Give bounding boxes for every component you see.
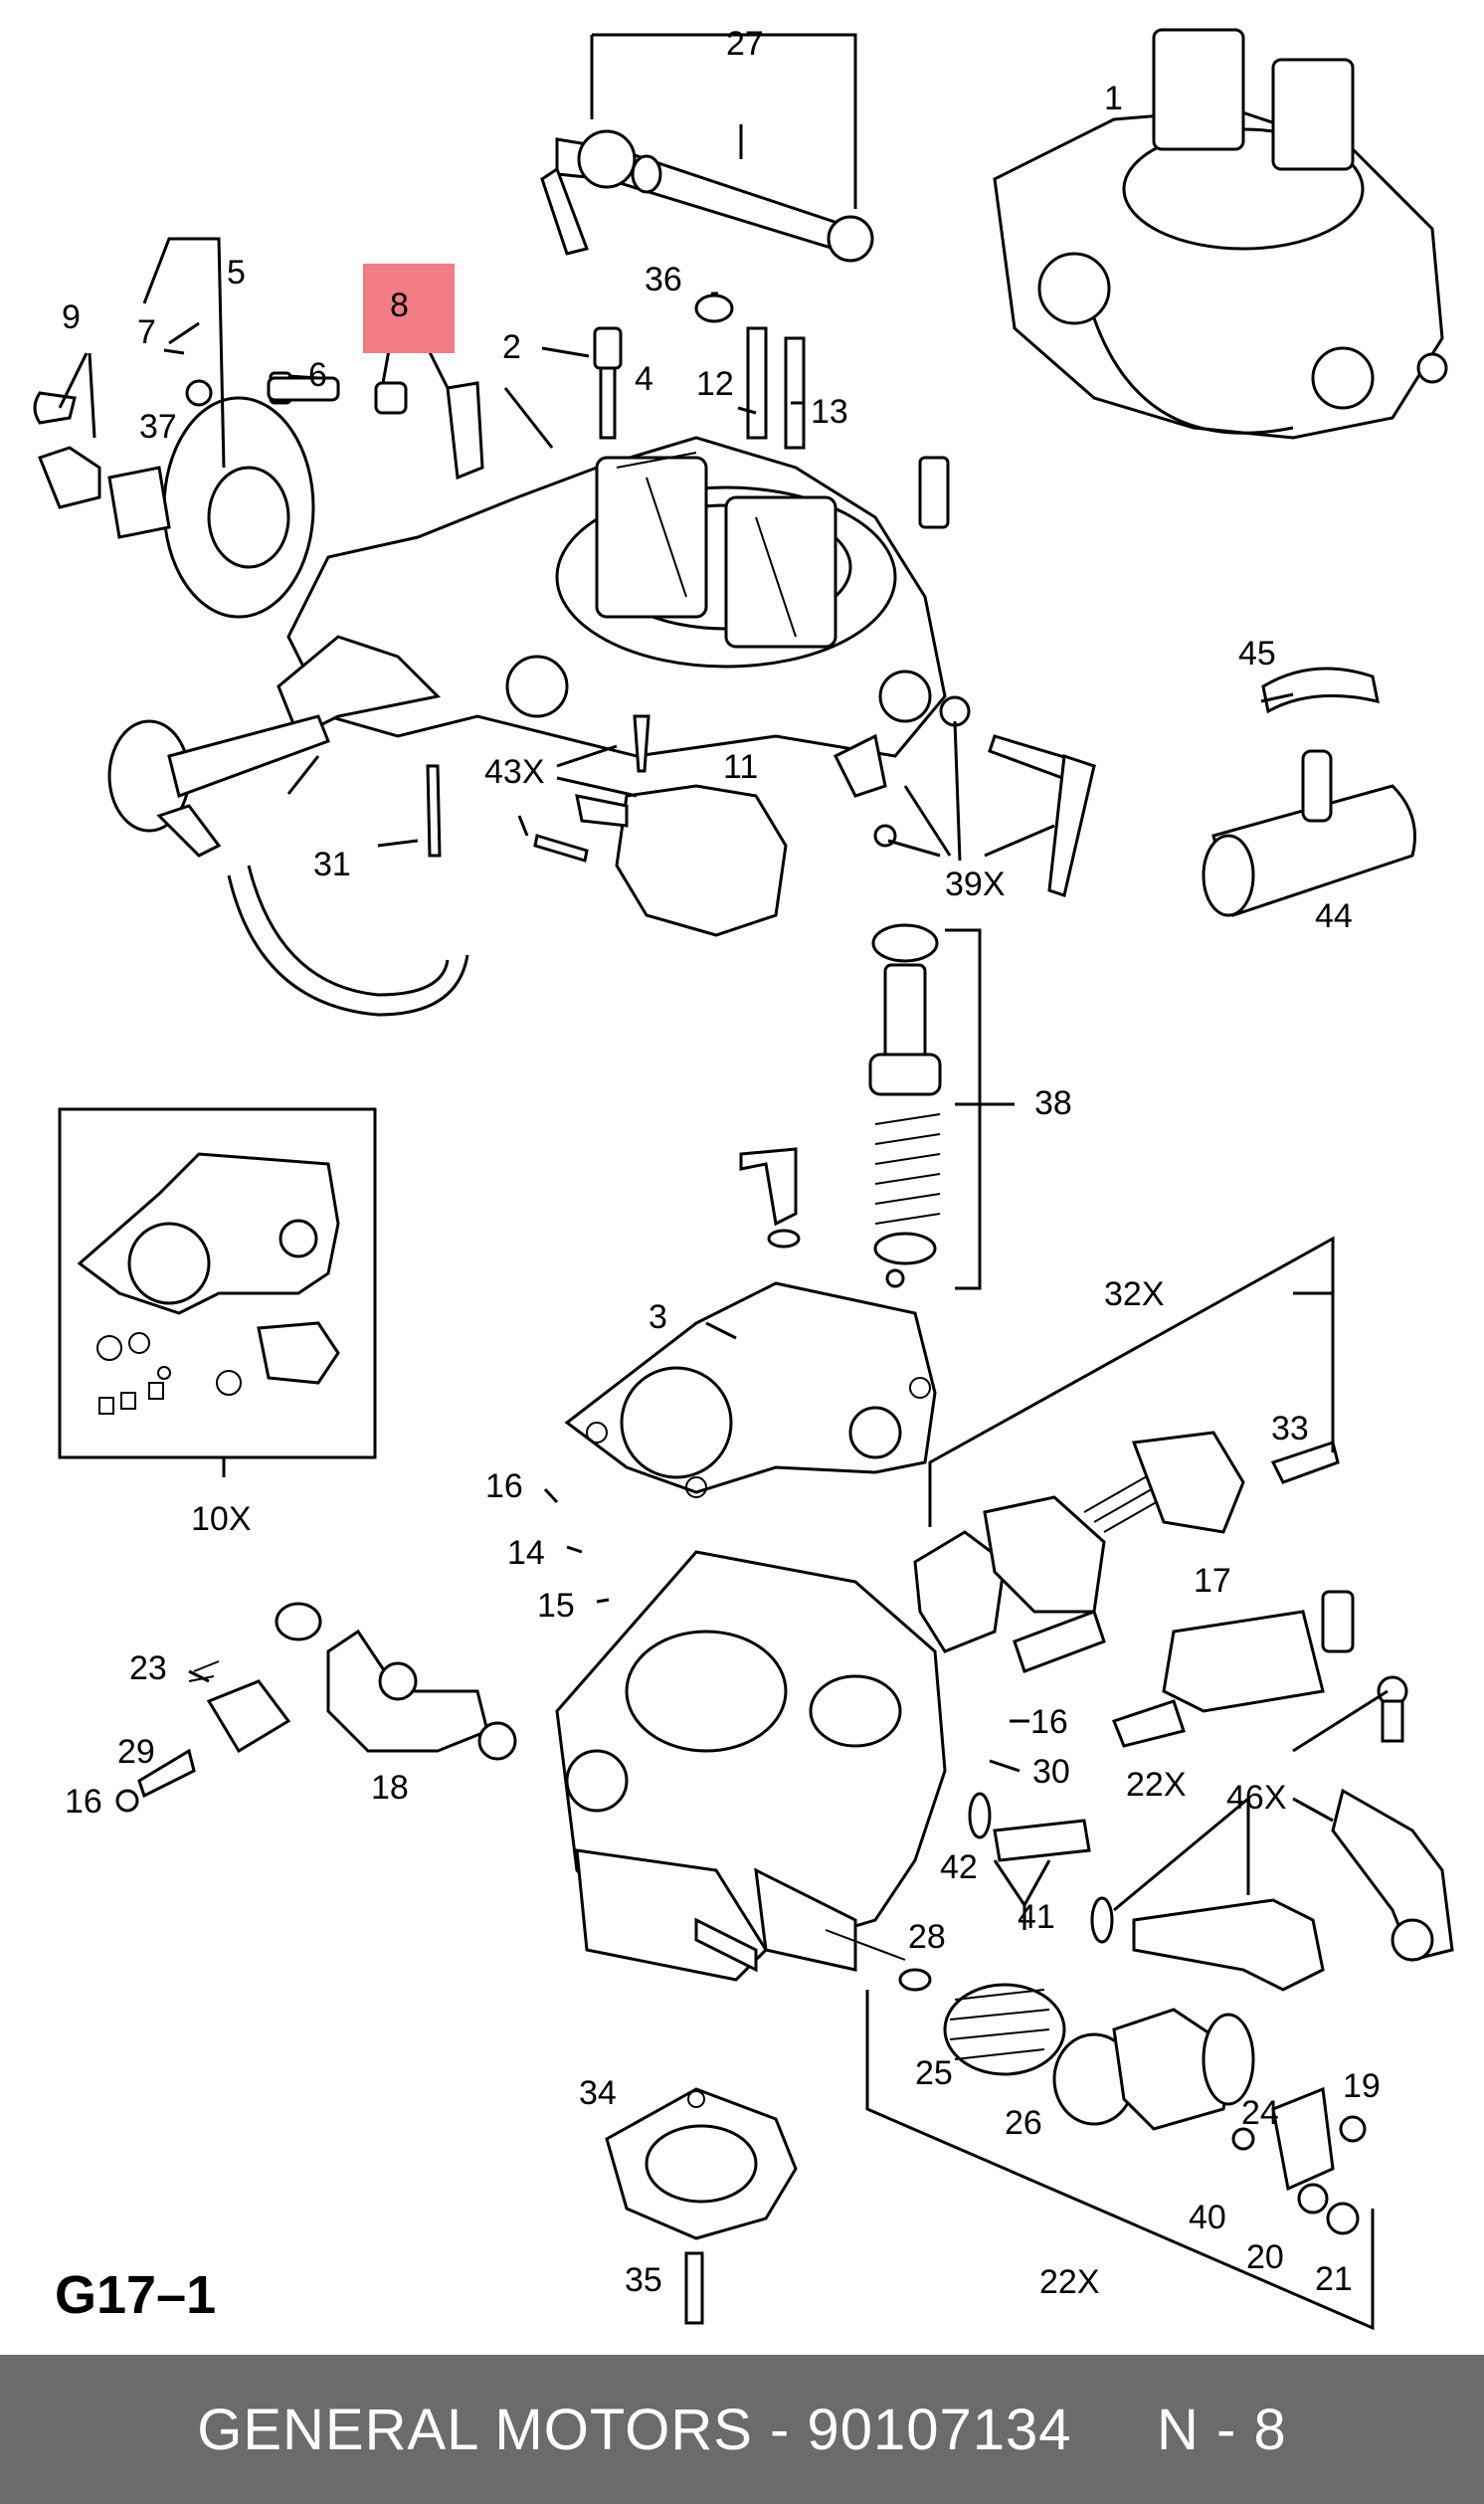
power-valve-assembly [913,1236,1355,1748]
callout-46x: 46X [1226,1779,1287,1817]
callout-43x: 43X [484,753,545,791]
callout-labels: 27 1 5 8 36 9 7 2 6 4 12 37 13 45 11 43X… [55,25,1381,2325]
callout-18: 18 [371,1769,409,1807]
callout-32x: 32X [1104,1275,1165,1313]
callout-4: 4 [635,360,653,398]
callout-26: 26 [1005,2104,1042,2142]
callout-40: 40 [1189,2199,1226,2236]
callout-9: 9 [62,298,81,336]
callout-37: 37 [139,408,177,446]
vacuum-unit-part [107,714,469,1017]
callout-5: 5 [227,254,246,291]
sheet-code: G17–1 [55,2265,216,2325]
callout-42: 42 [940,1848,978,1886]
left-lower-parts [115,1602,517,1813]
callout-6: 6 [308,356,327,394]
callout-27: 27 [726,25,764,63]
callout-11: 11 [723,748,758,786]
callout-8: 8 [390,287,409,324]
callout-25: 25 [915,2054,953,2092]
throttle-shaft-part [540,33,874,263]
footer-bar: GENERAL MOTORS - 90107134 N - 8 [0,2355,1484,2504]
callout-30: 30 [1032,1753,1070,1791]
choke-cover-part [33,391,315,619]
base-gasket-part [605,2087,798,2325]
highlight-box [363,264,455,353]
callout-41: 41 [1018,1898,1055,1936]
callout-44: 44 [1315,897,1353,935]
assembled-carburetor [993,28,1448,440]
exploded-parts-diagram: 27 1 5 8 36 9 7 2 6 4 12 37 13 45 11 43X… [33,25,1454,2331]
callout-10x: 10X [191,1500,252,1538]
callout-14: 14 [507,1534,545,1572]
callout-45: 45 [1238,635,1276,673]
callout-29: 29 [117,1733,155,1771]
callout-38: 38 [1034,1084,1072,1122]
callout-23: 23 [129,1649,167,1687]
accelerator-pump-part [739,923,982,1290]
callout-20: 20 [1246,2238,1284,2276]
callout-15: 15 [537,1587,575,1625]
callout-17: 17 [1194,1562,1231,1600]
callout-1: 1 [1104,80,1123,117]
lever-kit-part [833,695,1097,897]
callout-22x-a: 22X [1126,1766,1187,1804]
callout-31: 31 [313,846,351,883]
callout-33: 33 [1271,1410,1309,1447]
callout-22x-b: 22X [1039,2263,1100,2301]
callout-35: 35 [625,2261,662,2299]
callout-12: 12 [696,365,734,403]
callout-16-a: 16 [485,1467,523,1505]
callout-7: 7 [137,313,156,351]
callout-34: 34 [579,2074,617,2112]
gasket-part [564,1281,937,1498]
callout-24: 24 [1241,2094,1279,2132]
callout-3: 3 [649,1298,667,1336]
callout-21: 21 [1315,2260,1353,2298]
float-part [533,714,788,937]
callout-39x: 39X [945,866,1006,903]
gasket-kit-box [58,1107,377,1459]
upper-carburetor-body [277,436,947,758]
leader-lines [58,237,1389,1930]
part-number-caption: GENERAL MOTORS - 90107134 N - 8 [197,2397,1287,2462]
small-screws [185,293,950,529]
callout-19: 19 [1343,2067,1381,2105]
linkage-assembly [865,1968,1375,2331]
callout-36: 36 [645,261,682,298]
callout-16-c: 16 [65,1783,102,1821]
callout-16-b: 16 [1030,1703,1068,1741]
idle-cutoff-assembly [968,1675,1454,1992]
lower-carburetor-body [555,1550,947,1982]
callout-2: 2 [502,328,521,366]
callout-13: 13 [811,393,848,431]
hose-part [1202,667,1416,917]
callout-28: 28 [908,1918,946,1956]
